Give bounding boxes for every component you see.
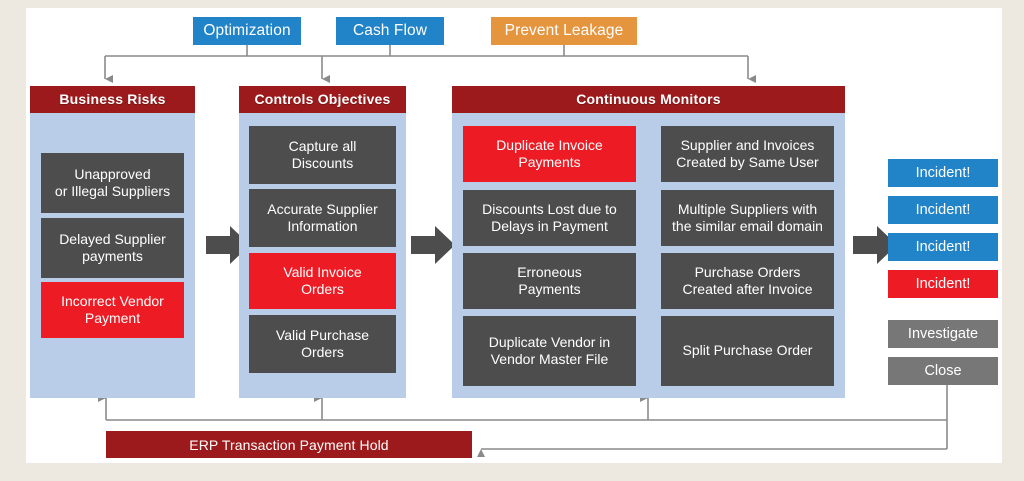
incident-badge-alert[interactable]: Incident! <box>888 270 998 298</box>
investigate-button[interactable]: Investigate <box>888 320 998 348</box>
driver-optimization[interactable]: Optimization <box>193 17 301 45</box>
driver-cash-flow[interactable]: Cash Flow <box>336 17 444 45</box>
column-header-controls-objectives: Controls Objectives <box>239 86 406 113</box>
incident-badge[interactable]: Incident! <box>888 233 998 261</box>
incident-badge[interactable]: Incident! <box>888 196 998 224</box>
monitor-item[interactable]: Split Purchase Order <box>661 316 834 386</box>
column-header-business-risks: Business Risks <box>30 86 195 113</box>
erp-transaction-payment-hold[interactable]: ERP Transaction Payment Hold <box>106 431 472 458</box>
column-header-continuous-monitors: Continuous Monitors <box>452 86 845 113</box>
driver-prevent-leakage[interactable]: Prevent Leakage <box>491 17 637 45</box>
close-button[interactable]: Close <box>888 357 998 385</box>
incident-badge[interactable]: Incident! <box>888 159 998 187</box>
